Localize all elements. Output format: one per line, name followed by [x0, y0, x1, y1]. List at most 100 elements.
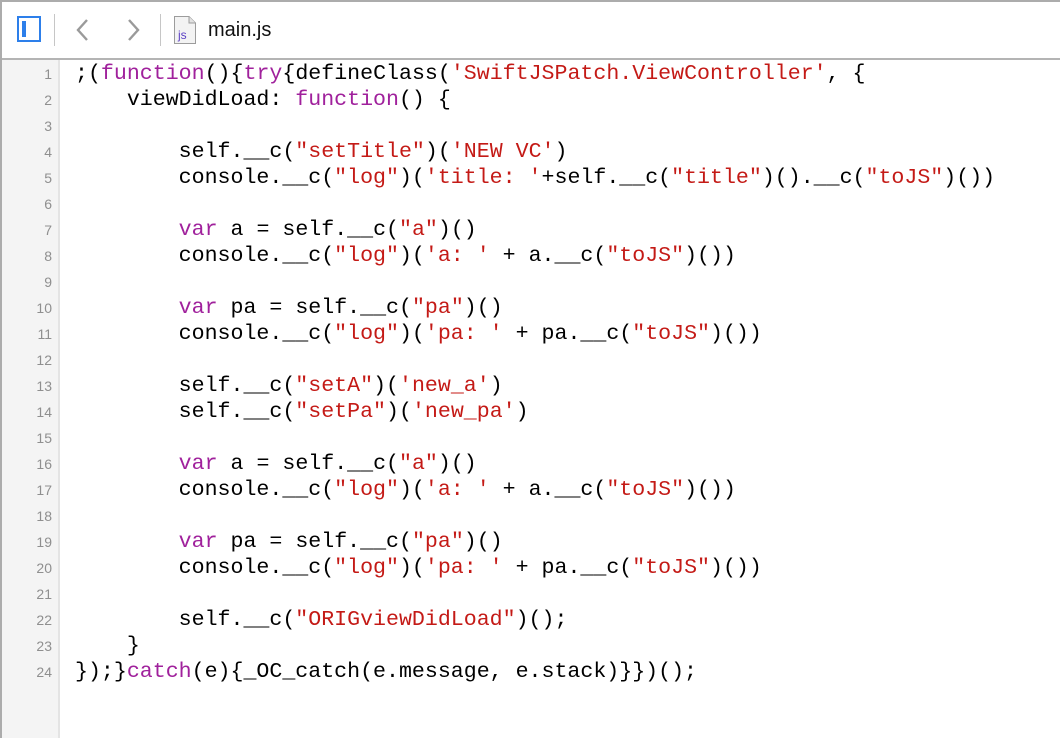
line-number: 17 — [36, 482, 52, 498]
back-button[interactable] — [72, 15, 94, 45]
line-number: 12 — [36, 352, 52, 368]
code-area[interactable]: ;(function(){try{defineClass('SwiftJSPat… — [75, 60, 1060, 738]
toolbar: js main.js — [2, 2, 1060, 60]
code-line[interactable]: console.__c("log")('a: ' + a.__c("toJS")… — [75, 243, 736, 269]
code-token: });} — [75, 660, 127, 684]
string-token: "toJS" — [606, 478, 685, 502]
code-token: } — [75, 634, 140, 658]
svg-text:js: js — [177, 28, 187, 42]
code-token: (){ — [204, 62, 244, 86]
code-token: )(); — [515, 608, 568, 632]
code-token: )().__c( — [761, 166, 866, 190]
code-token — [75, 218, 179, 242]
line-number: 16 — [36, 456, 52, 472]
string-token: 'pa: ' — [424, 322, 503, 346]
line-number: 22 — [36, 612, 52, 628]
code-token: pa = self.__c( — [217, 530, 412, 554]
code-line[interactable]: ;(function(){try{defineClass('SwiftJSPat… — [75, 61, 866, 87]
code-token: console.__c( — [75, 478, 335, 502]
keyword-token: var — [178, 218, 218, 242]
code-line[interactable]: var pa = self.__c("pa")() — [75, 529, 503, 555]
code-token: )( — [398, 322, 425, 346]
code-token: ) — [554, 140, 568, 164]
line-number: 15 — [36, 430, 52, 446]
line-number: 21 — [36, 586, 52, 602]
code-token: )() — [437, 452, 477, 476]
code-token: , { — [826, 62, 866, 86]
string-token: "toJS" — [865, 166, 944, 190]
code-line[interactable]: } — [75, 633, 140, 659]
code-token: )()) — [943, 166, 996, 190]
toolbar-divider — [160, 14, 161, 46]
string-token: 'a: ' — [424, 244, 490, 268]
code-line[interactable]: self.__c("setTitle")('NEW VC') — [75, 139, 568, 165]
code-token: a = self.__c( — [217, 218, 399, 242]
string-token: "setPa" — [295, 400, 387, 424]
string-token: 'new_pa' — [411, 400, 516, 424]
code-token: ) — [489, 374, 503, 398]
string-token: "setTitle" — [295, 140, 425, 164]
string-token: "toJS" — [632, 556, 711, 580]
code-token: )() — [463, 530, 503, 554]
code-line[interactable]: var a = self.__c("a")() — [75, 217, 477, 243]
code-line[interactable]: var a = self.__c("a")() — [75, 451, 477, 477]
string-token: "log" — [334, 166, 399, 190]
line-number: 13 — [36, 378, 52, 394]
code-token: )() — [463, 296, 503, 320]
code-token: a = self.__c( — [217, 452, 399, 476]
code-line[interactable]: });}catch(e){_OC_catch(e.message, e.stac… — [75, 659, 697, 685]
line-number: 11 — [37, 326, 52, 342]
code-token — [75, 530, 179, 554]
line-number: 7 — [44, 222, 52, 238]
code-token — [75, 296, 179, 320]
code-token: + a.__c( — [489, 478, 607, 502]
string-token: "toJS" — [632, 322, 711, 346]
code-token: )() — [437, 218, 477, 242]
string-token: "log" — [334, 322, 399, 346]
code-line[interactable]: console.__c("log")('a: ' + a.__c("toJS")… — [75, 477, 736, 503]
string-token: "setA" — [295, 374, 374, 398]
code-line[interactable]: self.__c("setA")('new_a') — [75, 373, 503, 399]
keyword-token: function — [295, 88, 399, 112]
string-token: 'title: ' — [424, 166, 542, 190]
code-line[interactable]: self.__c("setPa")('new_pa') — [75, 399, 529, 425]
code-line[interactable]: console.__c("log")('title: '+self.__c("t… — [75, 165, 995, 191]
code-token: console.__c( — [75, 556, 335, 580]
line-number: 14 — [36, 404, 52, 420]
code-line[interactable]: self.__c("ORIGviewDidLoad")(); — [75, 607, 568, 633]
code-token: self.__c( — [75, 140, 296, 164]
toolbar-divider — [54, 14, 55, 46]
keyword-token: try — [243, 62, 283, 86]
line-number: 10 — [36, 300, 52, 316]
string-token: "log" — [334, 478, 399, 502]
keyword-token: var — [178, 296, 218, 320]
code-token: viewDidLoad: — [75, 88, 296, 112]
code-token: )( — [398, 166, 425, 190]
line-number: 5 — [44, 170, 52, 186]
string-token: "title" — [671, 166, 762, 190]
line-number: 3 — [44, 118, 52, 134]
code-token: (e){_OC_catch(e.message, e.stack)}})(); — [191, 660, 698, 684]
line-number: 6 — [44, 196, 52, 212]
forward-button[interactable] — [122, 15, 144, 45]
line-number: 2 — [44, 92, 52, 108]
code-token: ;( — [75, 62, 101, 86]
string-token: "log" — [334, 244, 399, 268]
string-token: "a" — [398, 452, 438, 476]
sidebar-toggle-icon[interactable] — [17, 16, 41, 42]
code-line[interactable]: console.__c("log")('pa: ' + pa.__c("toJS… — [75, 321, 762, 347]
file-name-label[interactable]: main.js — [208, 19, 272, 41]
string-token: 'NEW VC' — [450, 140, 555, 164]
code-line[interactable]: viewDidLoad: function() { — [75, 87, 451, 113]
code-line[interactable]: console.__c("log")('pa: ' + pa.__c("toJS… — [75, 555, 762, 581]
keyword-token: var — [178, 530, 218, 554]
code-token: )()) — [710, 556, 762, 580]
code-token: )()) — [710, 322, 762, 346]
string-token: "log" — [334, 556, 399, 580]
code-token: )()) — [684, 244, 736, 268]
string-token: 'pa: ' — [424, 556, 503, 580]
line-number: 23 — [36, 638, 52, 654]
code-line[interactable]: var pa = self.__c("pa")() — [75, 295, 503, 321]
